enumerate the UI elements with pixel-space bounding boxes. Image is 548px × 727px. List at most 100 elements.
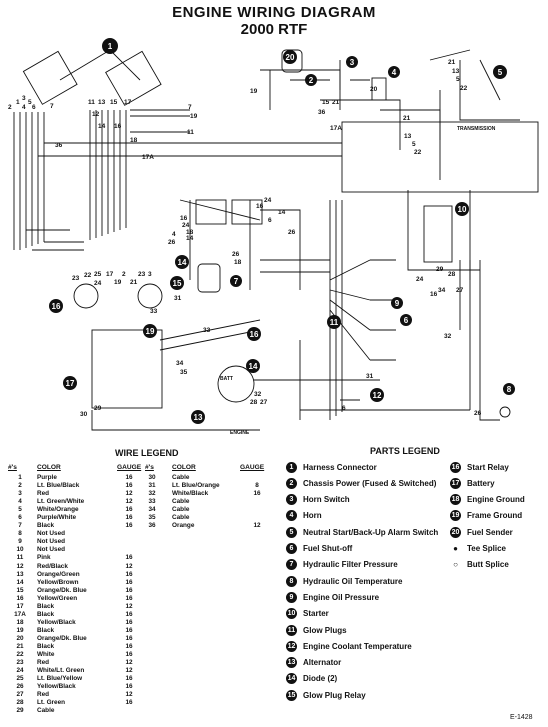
svg-text:4: 4 — [22, 104, 26, 111]
wire-gauge-2: 12 — [125, 490, 133, 498]
part-label: Glow Plugs — [303, 625, 347, 635]
part-label: Starter — [303, 609, 329, 619]
wire-color-9: Not Used — [37, 546, 66, 554]
harness-connector-right — [105, 50, 162, 106]
svg-text:5: 5 — [412, 141, 416, 148]
wire-gauge-0: 16 — [125, 474, 133, 481]
wire-number-13: 14 — [16, 578, 24, 586]
wire-number-b-5: 35 — [148, 514, 156, 522]
svg-text:21: 21 — [130, 279, 138, 286]
diagram-title: ENGINE WIRING DIAGRAM — [172, 4, 376, 21]
svg-text:36: 36 — [55, 142, 63, 149]
callout-5 — [493, 65, 507, 79]
svg-text:10: 10 — [458, 205, 467, 214]
wire-number-b-1: 31 — [148, 482, 156, 490]
svg-text:31: 31 — [366, 373, 374, 380]
wire-number-6: 7 — [18, 522, 22, 530]
wire-gauge-b-6: 12 — [253, 522, 261, 530]
wire-gauge-b-3 — [250, 498, 264, 506]
wire-color-16: Black — [37, 602, 55, 610]
part-label: Horn — [303, 511, 322, 521]
wire-color-13: Yellow/Brown — [37, 578, 79, 586]
wire-col-color-header-2: COLOR — [172, 464, 196, 471]
wire-number-22: 22 — [16, 651, 24, 659]
wire-col-color-header: COLOR — [37, 464, 61, 471]
wire-gauge-b-2: 16 — [253, 490, 261, 498]
wire-gauge-19: 16 — [125, 626, 133, 634]
svg-text:21: 21 — [332, 99, 340, 106]
wire-color-18: Yellow/Black — [37, 618, 76, 626]
svg-text:27: 27 — [456, 287, 464, 294]
wire-number-b-2: 32 — [148, 490, 156, 498]
part-label: Butt Splice — [467, 560, 509, 570]
svg-text:32: 32 — [254, 391, 262, 398]
wiring-diagram: 1 2 3 4 5 6 7 8 9 10 11 12 13 14 14 15 1… — [8, 38, 539, 436]
svg-text:3: 3 — [148, 271, 152, 278]
svg-text:23: 23 — [72, 275, 80, 282]
part-label: Start Relay — [467, 462, 509, 472]
part-number-badge: 17 — [450, 477, 461, 489]
wire-col-gauge-header: GAUGE — [117, 464, 142, 471]
svg-text:33: 33 — [150, 308, 158, 315]
wire-number-b-4: 34 — [148, 506, 156, 514]
wire-number-15: 16 — [16, 594, 24, 602]
part-label: Engine Oil Pressure — [303, 592, 380, 602]
svg-text:32: 32 — [444, 333, 452, 340]
wire-number-28: 28 — [16, 699, 24, 707]
callout-6 — [400, 314, 412, 326]
wire-gauge-b-0 — [250, 474, 264, 482]
wire-color-b-3: Cable — [172, 498, 190, 506]
callout-12 — [370, 388, 384, 402]
wire-col-num-header: #'s — [8, 464, 17, 471]
wire-number-16: 17 — [16, 602, 24, 610]
wire-gauge-18: 16 — [125, 618, 133, 626]
wire-gauge-9 — [118, 546, 140, 554]
svg-text:6: 6 — [32, 104, 36, 111]
part-label: Engine Ground — [467, 495, 525, 505]
wire-gauge-11: 12 — [125, 562, 133, 570]
part-label: Fuel Sender — [467, 527, 513, 537]
svg-text:15: 15 — [110, 99, 118, 106]
wire-gauge-28: 16 — [125, 699, 133, 707]
svg-text:7: 7 — [50, 103, 54, 110]
wire-color-8: Not Used — [37, 538, 66, 546]
svg-text:20: 20 — [370, 86, 378, 93]
callout-13 — [191, 410, 205, 424]
svg-text:21: 21 — [403, 115, 411, 122]
svg-text:16: 16 — [114, 123, 122, 130]
svg-text:3: 3 — [22, 95, 26, 102]
part-number-badge: 4 — [286, 510, 297, 522]
svg-text:6: 6 — [342, 405, 346, 412]
svg-text:16: 16 — [52, 302, 61, 311]
callout-9 — [391, 297, 403, 309]
svg-text:30: 30 — [80, 411, 88, 418]
svg-text:2: 2 — [309, 76, 314, 85]
svg-text:6: 6 — [404, 316, 409, 325]
wire-number-b-3: 33 — [148, 498, 156, 506]
svg-text:26: 26 — [168, 239, 176, 246]
callout-10 — [455, 202, 469, 216]
wire-gauge-14: 16 — [125, 586, 133, 594]
part-number-badge: 12 — [286, 640, 297, 652]
svg-text:18: 18 — [234, 259, 242, 266]
wire-color-29: Cable — [37, 707, 55, 715]
svg-text:27: 27 — [260, 399, 268, 406]
part-item-r-6: ○Butt Splice — [450, 557, 509, 573]
wire-color-b-2: White/Black — [172, 490, 209, 498]
svg-text:19: 19 — [190, 113, 198, 120]
wire-color-19: Black — [37, 626, 55, 634]
svg-text:2: 2 — [122, 271, 126, 278]
wire-number-17: 17A — [14, 610, 26, 618]
